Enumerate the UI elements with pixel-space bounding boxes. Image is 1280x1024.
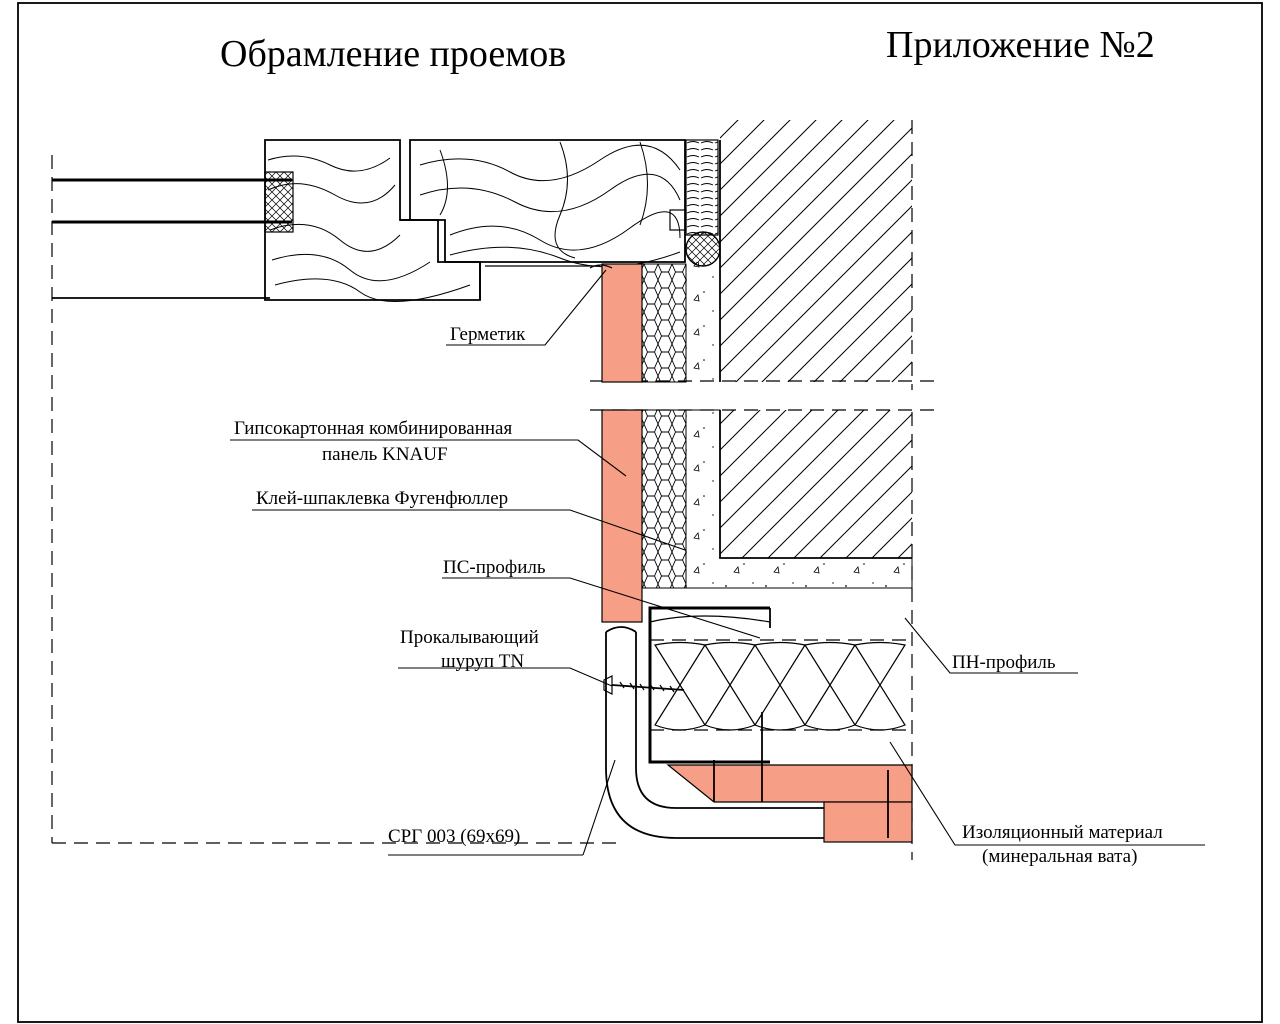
label-gkl-2: панель KNAUF [322,444,448,465]
leader-lines [230,269,1205,856]
drawing-title: Обрамление проемов [220,33,566,75]
window-glazing [52,171,294,299]
mineral-wool [654,641,906,731]
window-frame-wood [264,139,687,302]
label-insulation-2: (минеральная вата) [982,846,1137,867]
foam-layer-upper [641,263,687,383]
wall-lower [720,410,912,558]
label-pn-profile: ПН-профиль [952,652,1056,673]
label-screw-1: Прокалывающий [400,627,539,648]
gypsum-board-bottom [666,764,913,803]
foam-layer-lower [641,409,687,589]
wall-upper [720,120,912,382]
label-srg: СРГ 003 (69x69) [388,826,520,847]
appendix-title: Приложение №2 [886,24,1155,66]
screw-vertical [713,712,889,838]
ps-profile [648,606,770,764]
sheet-border [17,2,1263,1023]
adhesive-layer-upper [686,262,720,382]
label-insulation-1: Изоляционный материал [962,822,1163,843]
sealing-tape [685,139,719,236]
gypsum-board-bottom-step [823,801,913,843]
label-gkl-1: Гипсокартонная комбинированная [234,418,512,439]
sealant-bead [589,264,613,269]
gypsum-board-upper [601,263,643,383]
sealing-cord [685,231,721,267]
gypsum-board-lower [601,409,643,623]
srg-corner-profile [605,626,824,839]
label-ps-profile: ПС-профиль [443,557,546,578]
label-glue: Клей-шпаклевка Фугенфюллер [256,488,508,509]
label-sealant: Герметик [450,324,526,345]
screw-tn [603,675,685,695]
label-screw-2: шуруп TN [441,651,524,672]
